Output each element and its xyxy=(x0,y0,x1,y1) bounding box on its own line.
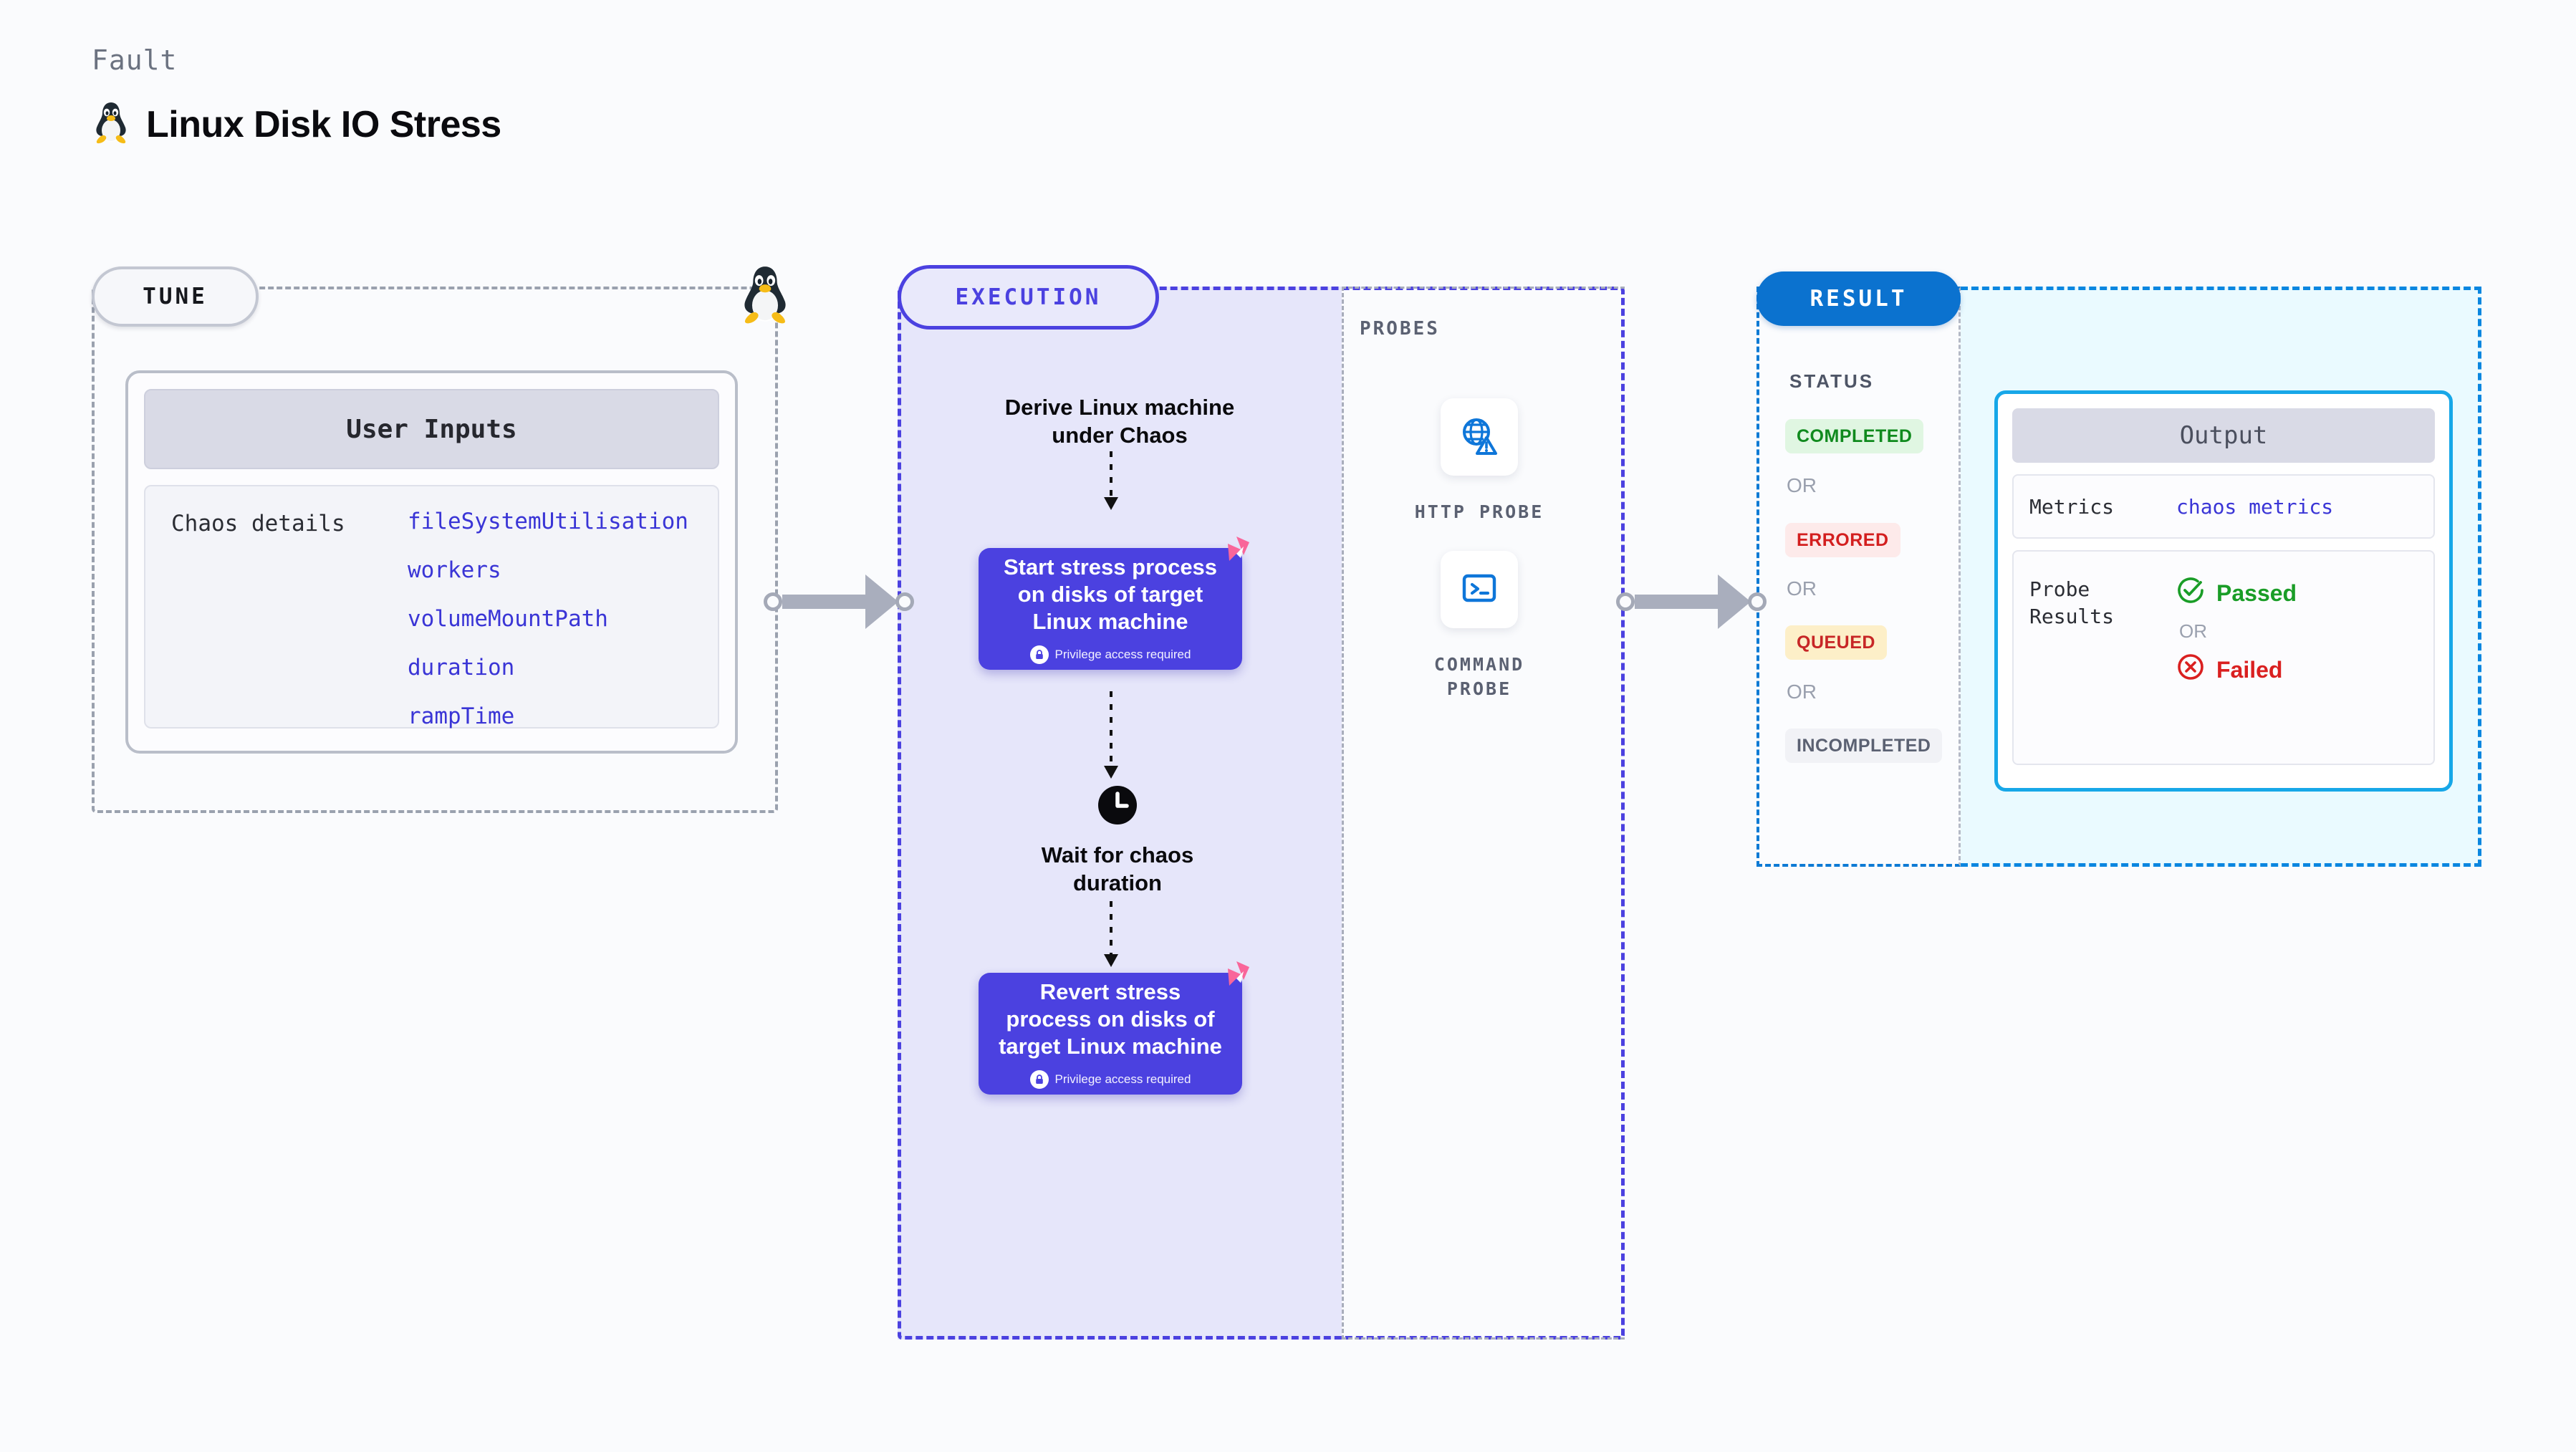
connector-execution-to-result xyxy=(1616,559,1767,645)
probe-results-label: Probe Results xyxy=(2029,577,2115,628)
lock-icon xyxy=(1029,1069,1049,1089)
metrics-row: Metrics chaos metrics xyxy=(2012,474,2435,539)
status-or-2: OR xyxy=(1787,577,1817,600)
page-title-row: Linux Disk IO Stress xyxy=(92,100,501,148)
http-probe-card[interactable] xyxy=(1441,398,1518,476)
user-inputs-card: User Inputs Chaos details fileSystemUtil… xyxy=(125,370,738,754)
x-circle-icon xyxy=(2176,653,2205,687)
param-duration[interactable]: duration xyxy=(408,655,515,681)
result-status-region xyxy=(1756,287,1961,867)
globe-warning-icon xyxy=(1457,413,1501,461)
probes-section-label: PROBES xyxy=(1360,318,1440,340)
connector-dot-start xyxy=(1616,592,1635,611)
linux-penguin-icon xyxy=(736,264,794,325)
action-title: Start stress process on disks of target … xyxy=(1003,554,1218,634)
status-badge-errored: ERRORED xyxy=(1785,523,1900,557)
execution-region xyxy=(898,287,1625,1340)
user-inputs-header: User Inputs xyxy=(144,389,719,469)
tune-pill-label[interactable]: TUNE xyxy=(92,266,259,327)
output-card: Output Metrics chaos metrics Probe Resul… xyxy=(1994,390,2453,792)
privilege-note-text: Privilege access required xyxy=(1054,1072,1191,1086)
flow-arrow-2 xyxy=(1104,691,1118,779)
check-circle-icon xyxy=(2176,576,2205,610)
lock-icon xyxy=(1029,645,1049,664)
probe-results-row: Probe Results Passed OR xyxy=(2012,550,2435,765)
status-badge-incompleted: INCOMPLETED xyxy=(1785,729,1943,763)
execution-step-wait-duration: Wait for chaos duration xyxy=(1041,842,1194,895)
verdict-or: OR xyxy=(2179,620,2207,642)
privilege-note-text: Privilege access required xyxy=(1054,647,1191,661)
param-file-system-utilisation[interactable]: fileSystemUtilisation xyxy=(408,509,688,534)
chaos-details-box: Chaos details fileSystemUtilisation work… xyxy=(144,485,719,729)
execution-pill-label[interactable]: EXECUTION xyxy=(898,265,1159,330)
litmus-logo-icon xyxy=(1215,532,1252,569)
execution-step-start-stress[interactable]: Start stress process on disks of target … xyxy=(979,537,1249,670)
http-probe-label: HTTP PROBE xyxy=(1414,501,1544,522)
page-kicker: Fault xyxy=(92,44,178,76)
linux-penguin-icon xyxy=(92,100,130,148)
litmus-logo-icon xyxy=(1215,957,1252,994)
execution-step-derive-machine: Derive Linux machine under Chaos xyxy=(1004,395,1235,448)
command-probe-label: COMMAND PROBE xyxy=(1433,654,1525,699)
terminal-prompt-icon xyxy=(1458,567,1500,612)
tune-region xyxy=(92,287,778,813)
metrics-value[interactable]: chaos metrics xyxy=(2176,494,2334,519)
output-header: Output xyxy=(2012,408,2435,463)
connector-dot-end xyxy=(895,592,914,611)
verdict-passed: Passed xyxy=(2176,576,2297,610)
clock-icon xyxy=(1097,785,1138,825)
connector-bar xyxy=(782,595,865,609)
status-section-label: STATUS xyxy=(1789,370,1875,392)
chaos-details-values: fileSystemUtilisation workers volumeMoun… xyxy=(408,509,688,729)
connector-dot-end xyxy=(1748,592,1767,611)
status-badge-completed: COMPLETED xyxy=(1785,419,1924,453)
connector-dot-start xyxy=(764,592,782,611)
param-workers[interactable]: workers xyxy=(408,557,501,583)
param-volume-mount-path[interactable]: volumeMountPath xyxy=(408,606,608,632)
param-ramp-time[interactable]: rampTime xyxy=(408,703,515,729)
chaos-details-label: Chaos details xyxy=(171,511,345,537)
connector-tune-to-execution xyxy=(764,559,914,645)
probes-region xyxy=(1342,287,1625,1340)
connector-arrowhead xyxy=(1718,574,1751,629)
page-title: Linux Disk IO Stress xyxy=(146,103,501,145)
execution-step-revert-stress[interactable]: Revert stress process on disks of target… xyxy=(979,961,1249,1095)
flow-arrow-3 xyxy=(1104,901,1118,967)
page-header: Fault Linux Disk IO Stress xyxy=(92,44,501,148)
privilege-note: Privilege access required xyxy=(1029,1069,1191,1089)
privilege-note: Privilege access required xyxy=(1029,645,1191,664)
status-or-3: OR xyxy=(1787,681,1817,703)
action-title: Revert stress process on disks of target… xyxy=(999,979,1222,1059)
probe-verdicts: Passed OR Failed xyxy=(2176,576,2297,764)
status-badge-queued: QUEUED xyxy=(1785,625,1887,660)
connector-bar xyxy=(1635,595,1718,609)
metrics-label: Metrics xyxy=(2029,494,2115,519)
flow-arrow-1 xyxy=(1104,451,1118,510)
connector-arrowhead xyxy=(865,574,898,629)
result-pill-label[interactable]: RESULT xyxy=(1756,271,1961,326)
status-or-1: OR xyxy=(1787,474,1817,496)
command-probe-card[interactable] xyxy=(1441,551,1518,628)
verdict-failed: Failed xyxy=(2176,653,2297,687)
